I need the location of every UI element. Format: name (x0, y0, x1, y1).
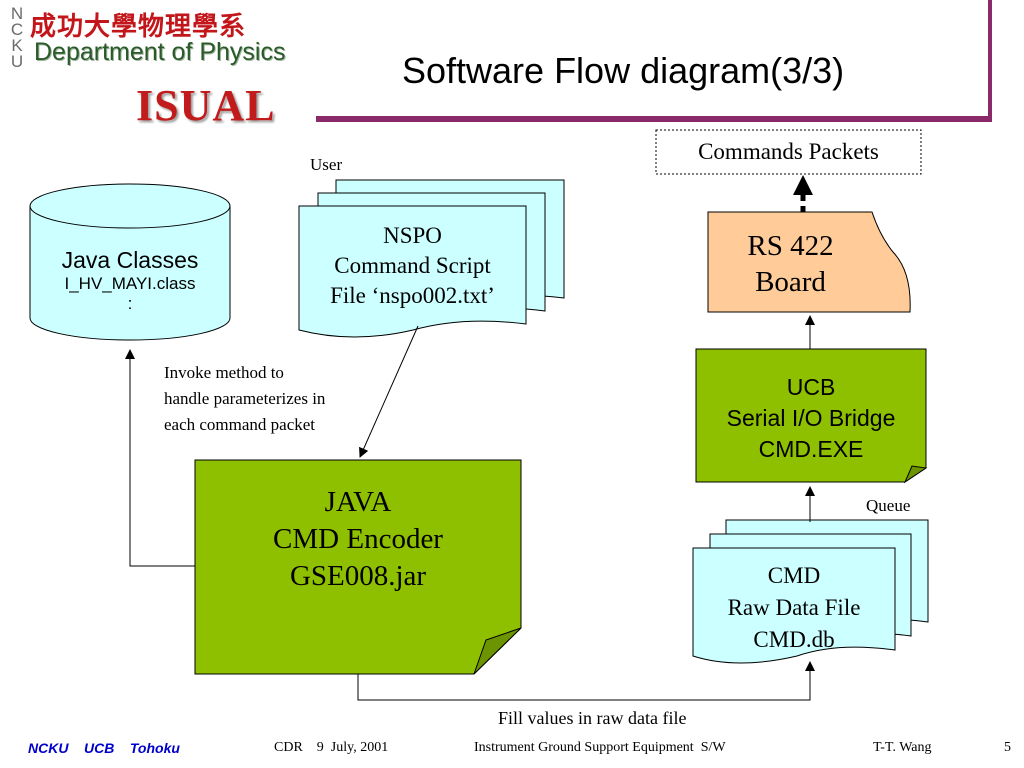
footer-subject: Instrument Ground Support Equipment S/W (474, 740, 726, 755)
rs422-text: RS 422 Board (708, 222, 873, 306)
cmd-raw-line-2: Raw Data File (727, 595, 861, 620)
rs422-line-1: RS 422 (747, 230, 834, 262)
invoke-note-line-1: Invoke method to (164, 363, 284, 382)
ucb-line-2: Serial I/O Bridge (726, 404, 896, 431)
header-accent-bar-vertical (988, 0, 992, 122)
nspo-line-1: NSPO (383, 223, 442, 248)
slide-title: Software Flow diagram(3/3) (402, 50, 845, 91)
user-label: User (310, 155, 343, 174)
commands-packets-text: Commands Packets (656, 130, 921, 174)
rs422-line-2: Board (755, 266, 826, 298)
queue-label: Queue (866, 496, 911, 515)
header-accent-bar (316, 116, 990, 122)
commands-packets-label: Commands Packets (698, 139, 879, 164)
java-classes-ellipsis: : (127, 293, 133, 313)
cmd-raw-line-1: CMD (767, 563, 821, 588)
rs422-to-packets-arrow (793, 175, 813, 212)
fill-values-note: Fill values in raw data file (498, 708, 687, 728)
encoder-line-1: JAVA (324, 486, 392, 518)
rs422-board-shape (707, 211, 911, 313)
footer-page-number: 5 (1004, 740, 1011, 755)
cmd-raw-text: CMD Raw Data File CMD.db (693, 558, 895, 658)
encoder-to-java-classes-arrow (125, 349, 195, 567)
commands-packets-box (655, 129, 922, 175)
footer-cdr-date: CDR 9 July, 2001 (274, 740, 389, 755)
java-classes-title: Java Classes (61, 246, 199, 273)
nspo-line-3: File ‘nspo002.txt’ (330, 283, 495, 308)
encoder-line-2: CMD Encoder (273, 523, 443, 555)
java-classes-file: I_HV_MAYI.class (64, 273, 196, 293)
footer-author: T-T. Wang (873, 740, 932, 755)
nspo-to-encoder-arrow (359, 325, 419, 458)
java-encoder-text: JAVA CMD Encoder GSE008.jar (195, 484, 521, 614)
invoke-note-line-3: each command packet (164, 415, 316, 434)
cmd-raw-document-stack (692, 519, 929, 664)
logo-isual: ISUAL (136, 81, 276, 130)
ucb-bridge-shape (695, 348, 928, 484)
encoder-to-raw-file-arrow (357, 661, 815, 701)
java-classes-text: Java Classes I_HV_MAYI.class : (30, 232, 230, 328)
ucb-line-3: CMD.EXE (758, 435, 864, 462)
java-classes-cylinder (29, 183, 231, 341)
ucb-bridge-text: UCB Serial I/O Bridge CMD.EXE (696, 370, 926, 466)
nspo-script-document-stack (298, 179, 565, 338)
logo-chinese-name: 成功大學物理學系 (30, 12, 247, 42)
ucb-line-1: UCB (786, 373, 836, 400)
invoke-method-note: Invoke method to handle parameterizes in… (164, 360, 325, 438)
logo-department-name: Department of Physics (34, 38, 286, 66)
invoke-note-line-2: handle parameterizes in (164, 389, 326, 408)
encoder-line-3: GSE008.jar (289, 560, 427, 592)
footer-orgs: NCKU UCB Tohoku (28, 740, 180, 756)
cmd-raw-line-3: CMD.db (753, 627, 835, 652)
nspo-line-2: Command Script (334, 253, 491, 278)
nspo-script-text: NSPO Command Script File ‘nspo002.txt’ (299, 216, 526, 316)
java-encoder-shape (194, 459, 522, 675)
footer: NCKU UCB Tohoku CDR 9 July, 2001 Instrum… (0, 740, 1024, 760)
